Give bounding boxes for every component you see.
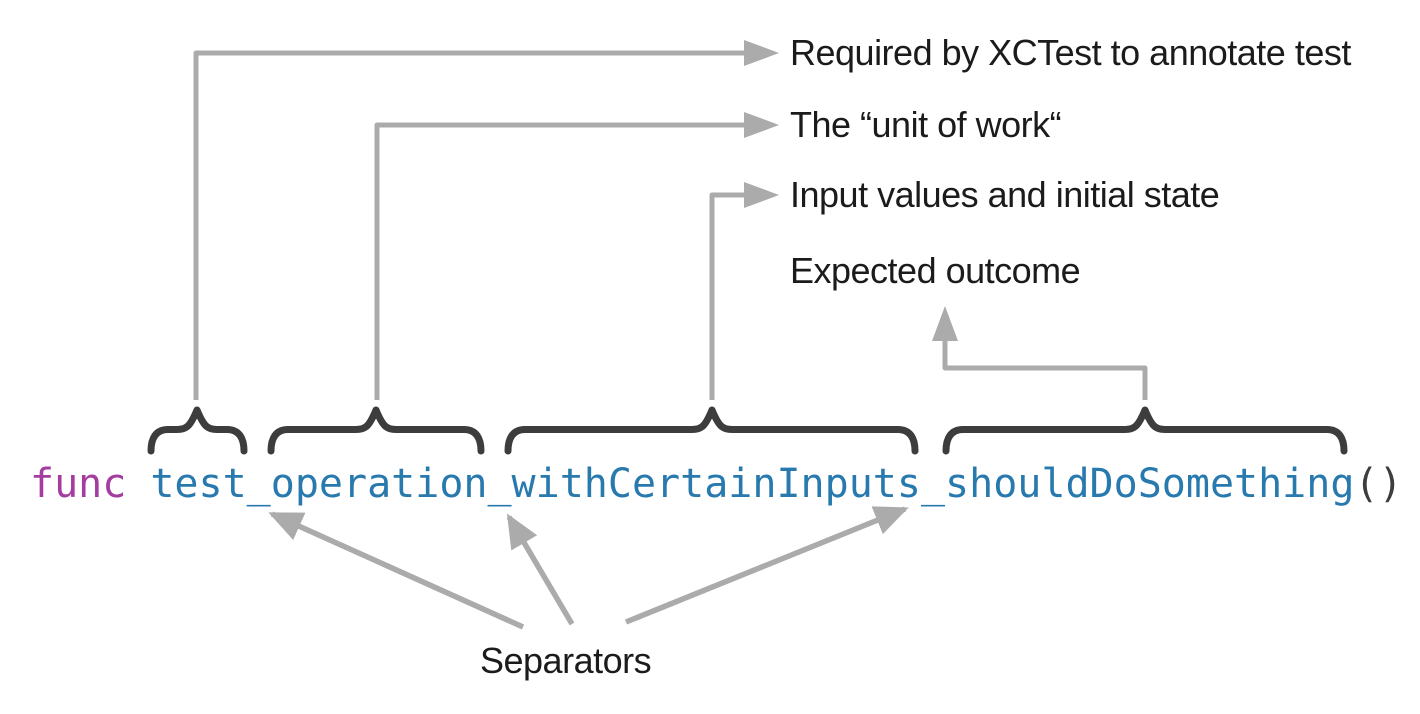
arrowhead-expected-up-icon	[932, 306, 958, 341]
connector-test-to-required	[193, 50, 744, 400]
connector-inputs-to-label	[709, 192, 744, 400]
code-line: func test_operation_withCertainInputs_sho…	[30, 458, 1403, 510]
label-unit-of-work: The “unit of work“	[790, 104, 1062, 145]
code-function-name: test_operation_withCertainInputs_shouldD…	[150, 461, 1355, 507]
code-keyword-func: func	[30, 461, 127, 507]
label-expected-outcome: Expected outcome	[790, 250, 1081, 291]
label-input-values: Input values and initial state	[790, 174, 1220, 215]
brace-withcertaininputs-segment	[504, 406, 919, 455]
connector-outcome-to-label	[942, 341, 1148, 400]
separator-arrow-left	[268, 511, 525, 630]
brace-operation-segment	[267, 406, 485, 455]
arrowhead-input-icon	[744, 182, 779, 208]
code-parentheses: ()	[1354, 461, 1403, 507]
separator-arrow-right	[624, 506, 909, 625]
label-required-by-xctest: Required by XCTest to annotate test	[790, 32, 1351, 73]
arrowhead-required-icon	[744, 40, 779, 66]
arrowhead-unit-icon	[744, 112, 779, 138]
connector-operation-to-unit	[374, 122, 744, 400]
brace-test-segment	[147, 406, 248, 455]
label-separators: Separators	[480, 640, 652, 681]
brace-shoulddosomething-segment	[942, 406, 1348, 455]
separator-arrow-middle	[506, 513, 575, 626]
